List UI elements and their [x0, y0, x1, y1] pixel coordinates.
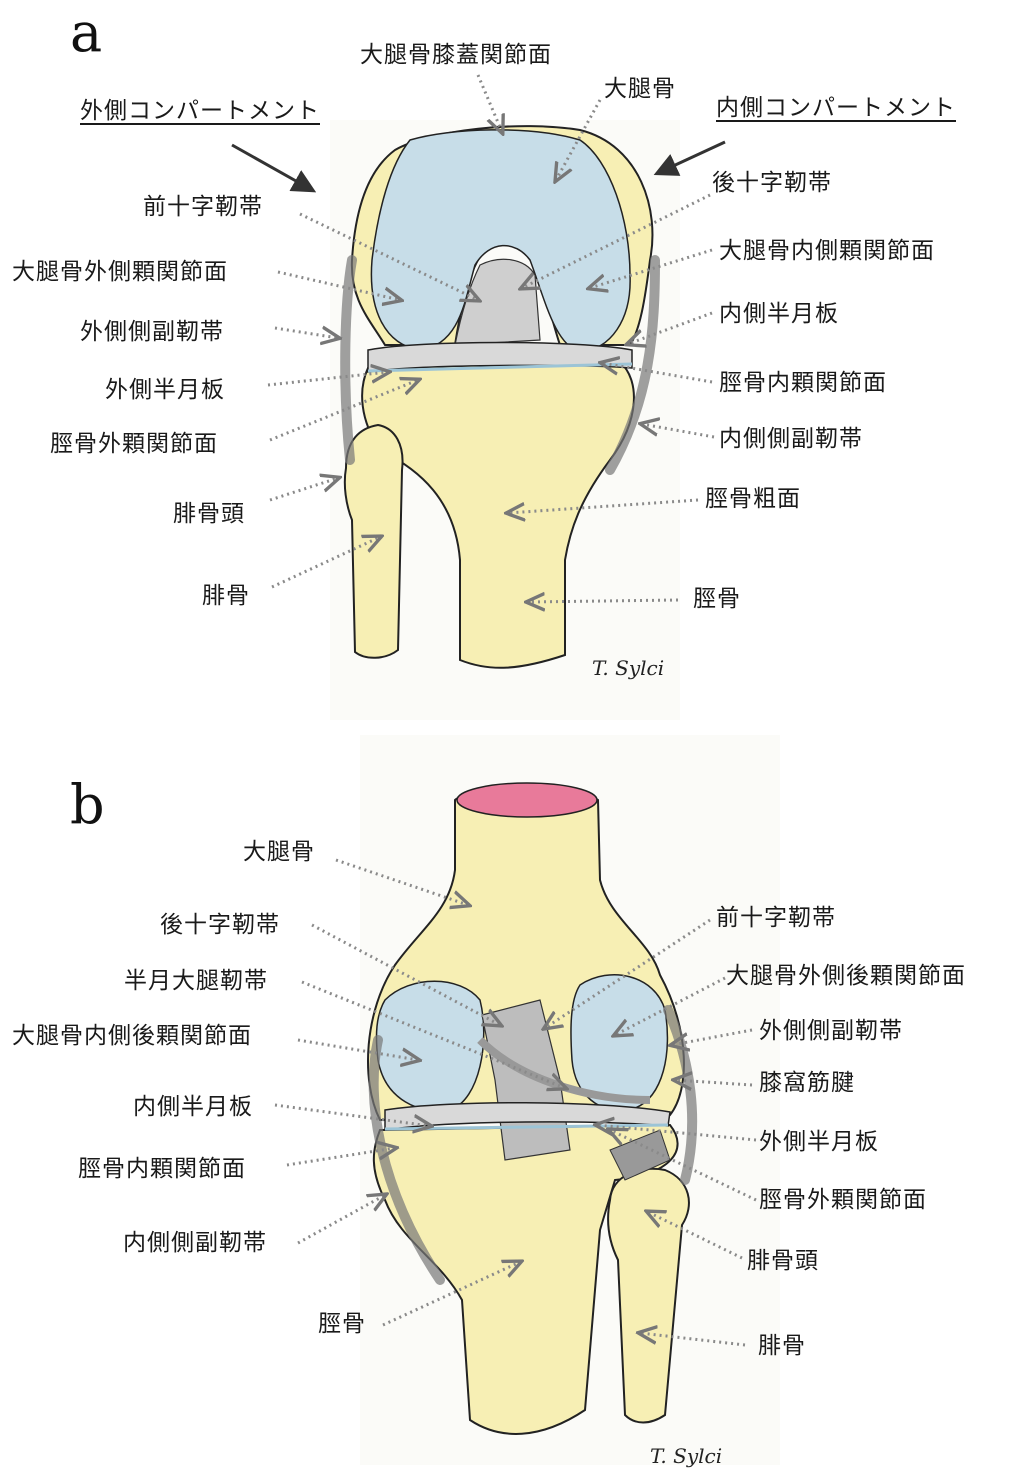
label-b-lateral-meniscus: 外側半月板 — [759, 1131, 879, 1154]
label-b-femur: 大腿骨 — [243, 841, 315, 864]
label-b-fibula-head: 腓骨頭 — [747, 1250, 819, 1273]
label-b-fibula: 腓骨 — [758, 1335, 806, 1358]
label-b-medial-post-condyle: 大腿骨内側後顆関節面 — [12, 1025, 252, 1048]
label-a-tibia-lateral-surface: 脛骨外顆関節面 — [50, 433, 218, 456]
label-a-tibia-medial-surface: 脛骨内顆関節面 — [719, 372, 887, 395]
label-a-acl: 前十字靭帯 — [143, 196, 263, 219]
label-b-acl: 前十字靭帯 — [716, 907, 836, 930]
label-a-fibula-head: 腓骨頭 — [173, 503, 245, 526]
panel-a-illustration — [330, 120, 680, 720]
label-a-lateral-compartment: 外側コンパートメント — [80, 100, 320, 123]
label-a-mcl: 内側側副靭帯 — [719, 428, 863, 451]
panel-a-letter: a — [70, 6, 102, 60]
label-a-fibula: 腓骨 — [202, 585, 250, 608]
label-a-pcl: 後十字靭帯 — [712, 172, 832, 195]
label-a-femur: 大腿骨 — [604, 78, 676, 101]
label-b-mcl: 内側側副靭帯 — [123, 1232, 267, 1255]
label-b-lateral-post-condyle: 大腿骨外側後顆関節面 — [726, 965, 966, 988]
label-a-lateral-condyle-surface: 大腿骨外側顆関節面 — [12, 261, 228, 284]
label-b-tibia-medial-surface: 脛骨内顆関節面 — [78, 1158, 246, 1181]
femur-cut-surface-b — [457, 783, 597, 817]
label-b-medial-meniscus: 内側半月板 — [133, 1096, 253, 1119]
signature-b: T. Sylci — [650, 1444, 722, 1468]
lateral-compartment-arrow — [232, 145, 312, 190]
label-a-lcl: 外側側副靭帯 — [80, 321, 224, 344]
label-a-patellar-surface: 大腿骨膝蓋関節面 — [360, 44, 552, 67]
label-b-pcl: 後十字靭帯 — [160, 914, 280, 937]
label-a-medial-condyle-surface: 大腿骨内側顆関節面 — [719, 240, 935, 263]
label-a-tibia: 脛骨 — [693, 588, 741, 611]
label-b-tibia-lateral-surface: 脛骨外顆関節面 — [759, 1189, 927, 1212]
label-b-popliteus: 膝窩筋腱 — [759, 1072, 855, 1095]
label-b-meniscofemoral: 半月大腿靭帯 — [124, 970, 268, 993]
label-b-lcl: 外側側副靭帯 — [759, 1020, 903, 1043]
label-a-lateral-meniscus: 外側半月板 — [105, 379, 225, 402]
panel-b-illustration — [360, 735, 780, 1465]
medial-posterior-condyle-b — [376, 981, 483, 1111]
panel-b-letter: b — [70, 778, 105, 832]
signature-a: T. Sylci — [592, 656, 664, 680]
label-a-tibial-tuberosity: 脛骨粗面 — [705, 488, 801, 511]
label-b-tibia: 脛骨 — [318, 1313, 366, 1336]
label-a-medial-meniscus: 内側半月板 — [719, 303, 839, 326]
label-a-medial-compartment: 内側コンパートメント — [716, 97, 956, 120]
